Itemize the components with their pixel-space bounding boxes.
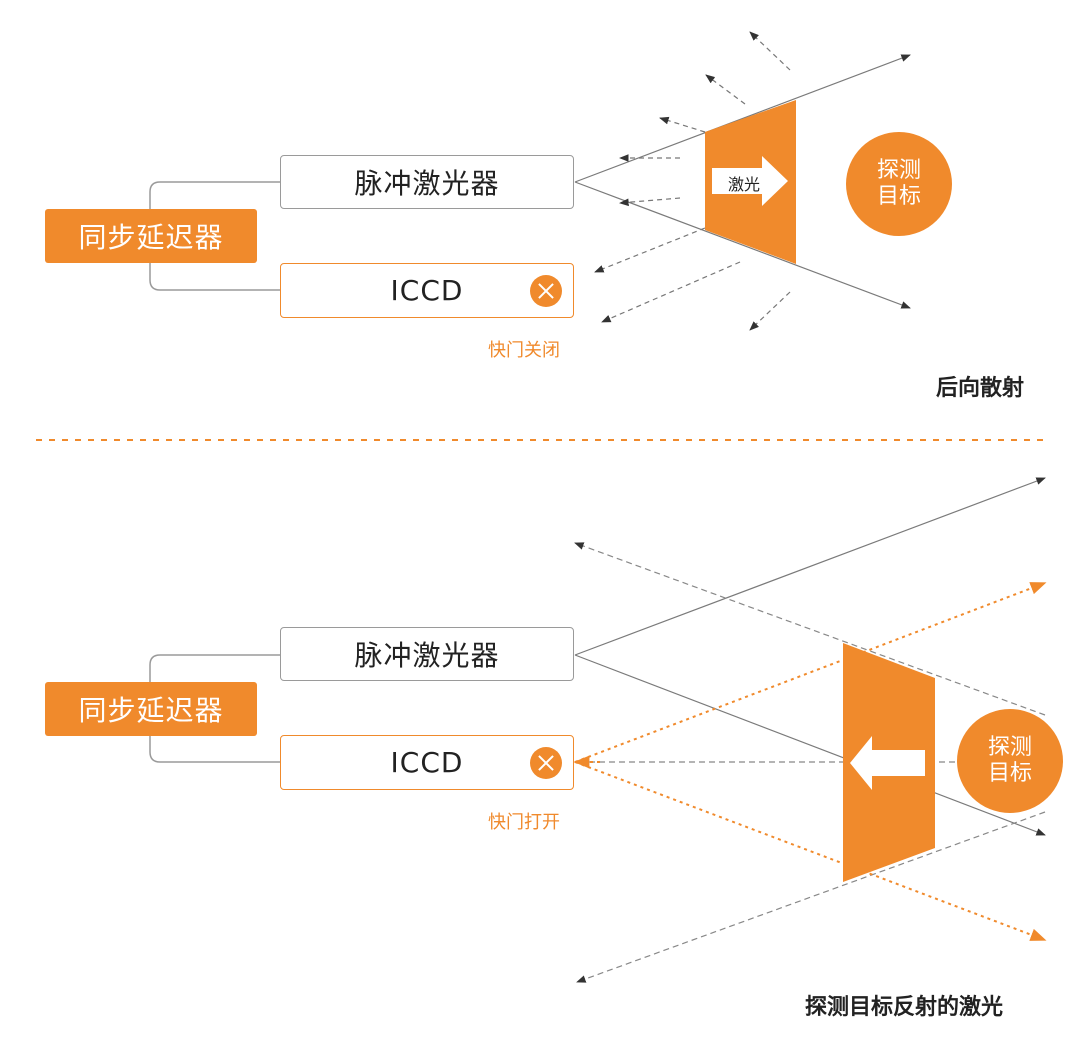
top-shutter-icon <box>530 275 562 307</box>
top-pulse-laser-box: 脉冲激光器 <box>280 155 574 209</box>
bottom-beam-upper <box>574 477 1046 656</box>
bottom-target-label: 探测 目标 <box>987 735 1032 786</box>
top-shutter-status: 快门关闭 <box>488 340 560 361</box>
top-delay-generator-label: 同步延迟器 <box>78 221 224 254</box>
top-target: 探测 目标 <box>846 132 952 236</box>
bottom-caption: 探测目标反射的激光 <box>805 995 1004 1020</box>
top-pulse-laser-label: 脉冲激光器 <box>354 167 500 200</box>
top-backscatter-arrows <box>594 31 791 331</box>
top-iccd-box: ICCD <box>280 263 574 318</box>
top-target-label: 探测 目标 <box>876 158 921 209</box>
bottom-shutter-icon <box>530 747 562 779</box>
bottom-iccd-box: ICCD <box>280 735 574 790</box>
top-beam-upper <box>574 54 911 183</box>
bottom-target: 探测 目标 <box>957 709 1063 813</box>
top-iccd-label: ICCD <box>390 274 464 307</box>
bottom-pulse-laser-label: 脉冲激光器 <box>354 639 500 672</box>
bottom-delay-generator-label: 同步延迟器 <box>78 694 224 727</box>
bottom-laser-arrow <box>850 736 925 790</box>
bottom-shutter-status: 快门打开 <box>488 812 560 833</box>
bottom-delay-generator-box: 同步延迟器 <box>45 682 257 736</box>
top-caption: 后向散射 <box>936 376 1025 401</box>
top-delay-generator-box: 同步延迟器 <box>45 209 257 263</box>
bottom-pulse-laser-box: 脉冲激光器 <box>280 627 574 681</box>
top-laser-arrow <box>712 156 788 206</box>
bottom-beam-lower <box>574 654 1046 836</box>
bottom-iccd-label: ICCD <box>390 746 464 779</box>
top-beam-lower <box>574 181 911 309</box>
top-laser-label: 激光 <box>728 175 761 194</box>
